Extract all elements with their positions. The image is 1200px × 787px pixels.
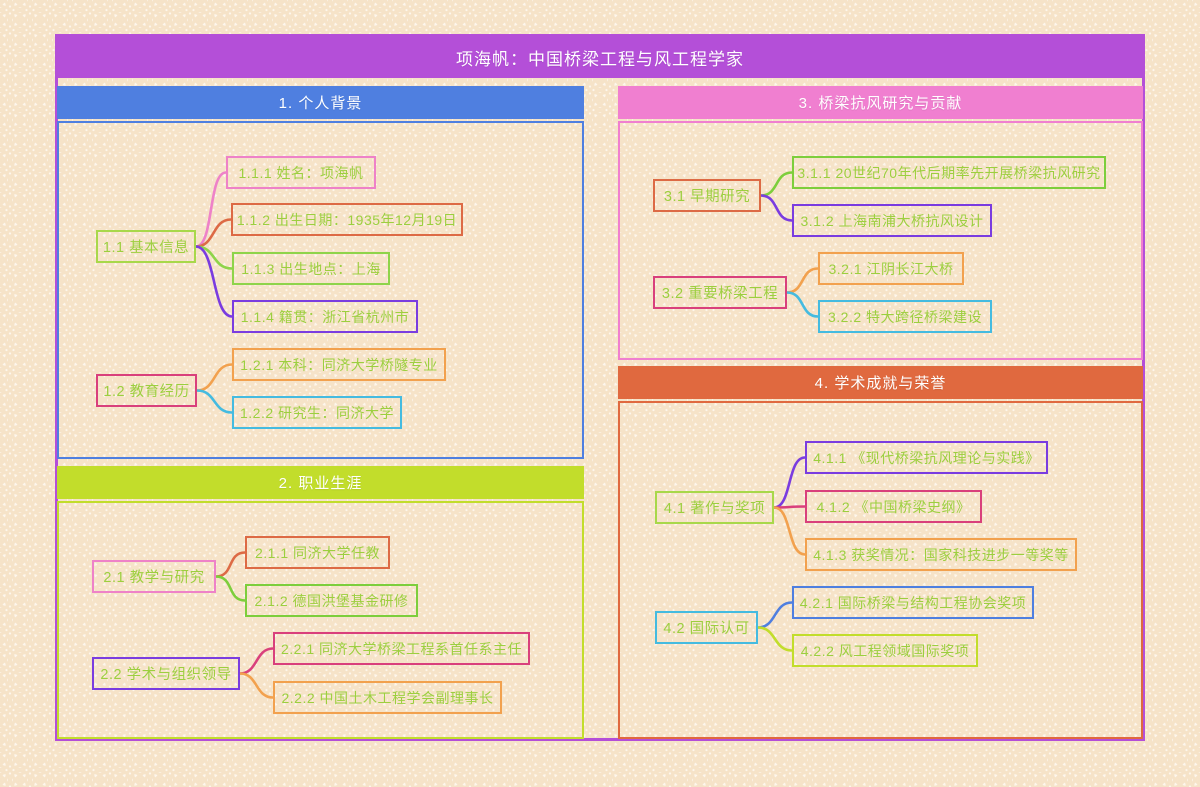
leaf-node-1.2.2[interactable]: 1.2.2 研究生：同济大学: [232, 396, 402, 429]
leaf-node-2.1.2[interactable]: 2.1.2 德国洪堡基金研修: [245, 584, 418, 617]
leaf-node-1.2.1[interactable]: 1.2.1 本科：同济大学桥隧专业: [232, 348, 446, 381]
page-title: 项海帆：中国桥梁工程与风工程学家: [456, 49, 744, 69]
leaf-node-1.1.2[interactable]: 1.1.2 出生日期：1935年12月19日: [231, 203, 463, 236]
leaf-node-3.2.2[interactable]: 3.2.2 特大跨径桥梁建设: [818, 300, 992, 333]
section-header-s2: 2. 职业生涯: [57, 466, 584, 499]
leaf-node-4.1.2[interactable]: 4.1.2 《中国桥梁史纲》: [805, 490, 982, 523]
leaf-node-2.2.2[interactable]: 2.2.2 中国土木工程学会副理事长: [273, 681, 502, 714]
section-header-label: 2. 职业生涯: [278, 475, 363, 492]
section-header-label: 1. 个人背景: [278, 95, 363, 112]
branch-node-2.2[interactable]: 2.2 学术与组织领导: [92, 657, 240, 690]
section-panel-s3: [618, 121, 1143, 360]
leaf-node-4.1.1[interactable]: 4.1.1 《现代桥梁抗风理论与实践》: [805, 441, 1048, 474]
leaf-node-3.2.1[interactable]: 3.2.1 江阴长江大桥: [818, 252, 964, 285]
section-panel-s2: [57, 501, 584, 739]
leaf-node-2.2.1[interactable]: 2.2.1 同济大学桥梁工程系首任系主任: [273, 632, 530, 665]
leaf-node-4.2.2[interactable]: 4.2.2 风工程领域国际奖项: [792, 634, 978, 667]
leaf-node-3.1.2[interactable]: 3.1.2 上海南浦大桥抗风设计: [792, 204, 992, 237]
section-header-label: 3. 桥梁抗风研究与贡献: [798, 95, 963, 112]
section-header-label: 4. 学术成就与荣誉: [814, 375, 947, 392]
branch-node-1.2[interactable]: 1.2 教育经历: [96, 374, 197, 407]
branch-node-3.2[interactable]: 3.2 重要桥梁工程: [653, 276, 787, 309]
section-panel-s4: [618, 401, 1143, 739]
section-header-s1: 1. 个人背景: [57, 86, 584, 119]
section-panel-s1: [57, 121, 584, 459]
branch-node-4.2[interactable]: 4.2 国际认可: [655, 611, 758, 644]
leaf-node-4.2.1[interactable]: 4.2.1 国际桥梁与结构工程协会奖项: [792, 586, 1034, 619]
branch-node-2.1[interactable]: 2.1 教学与研究: [92, 560, 216, 593]
leaf-node-1.1.1[interactable]: 1.1.1 姓名：项海帆: [226, 156, 376, 189]
branch-node-1.1[interactable]: 1.1 基本信息: [96, 230, 196, 263]
leaf-node-1.1.4[interactable]: 1.1.4 籍贯：浙江省杭州市: [232, 300, 418, 333]
mindmap-title-bar: 项海帆：中国桥梁工程与风工程学家: [57, 36, 1143, 78]
branch-node-3.1[interactable]: 3.1 早期研究: [653, 179, 761, 212]
branch-node-4.1[interactable]: 4.1 著作与奖项: [655, 491, 774, 524]
section-header-s3: 3. 桥梁抗风研究与贡献: [618, 86, 1143, 119]
leaf-node-2.1.1[interactable]: 2.1.1 同济大学任教: [245, 536, 390, 569]
leaf-node-1.1.3[interactable]: 1.1.3 出生地点：上海: [232, 252, 390, 285]
section-header-s4: 4. 学术成就与荣誉: [618, 366, 1143, 399]
mindmap-outer-frame: [55, 34, 1145, 741]
leaf-node-4.1.3[interactable]: 4.1.3 获奖情况：国家科技进步一等奖等: [805, 538, 1077, 571]
leaf-node-3.1.1[interactable]: 3.1.1 20世纪70年代后期率先开展桥梁抗风研究: [792, 156, 1106, 189]
